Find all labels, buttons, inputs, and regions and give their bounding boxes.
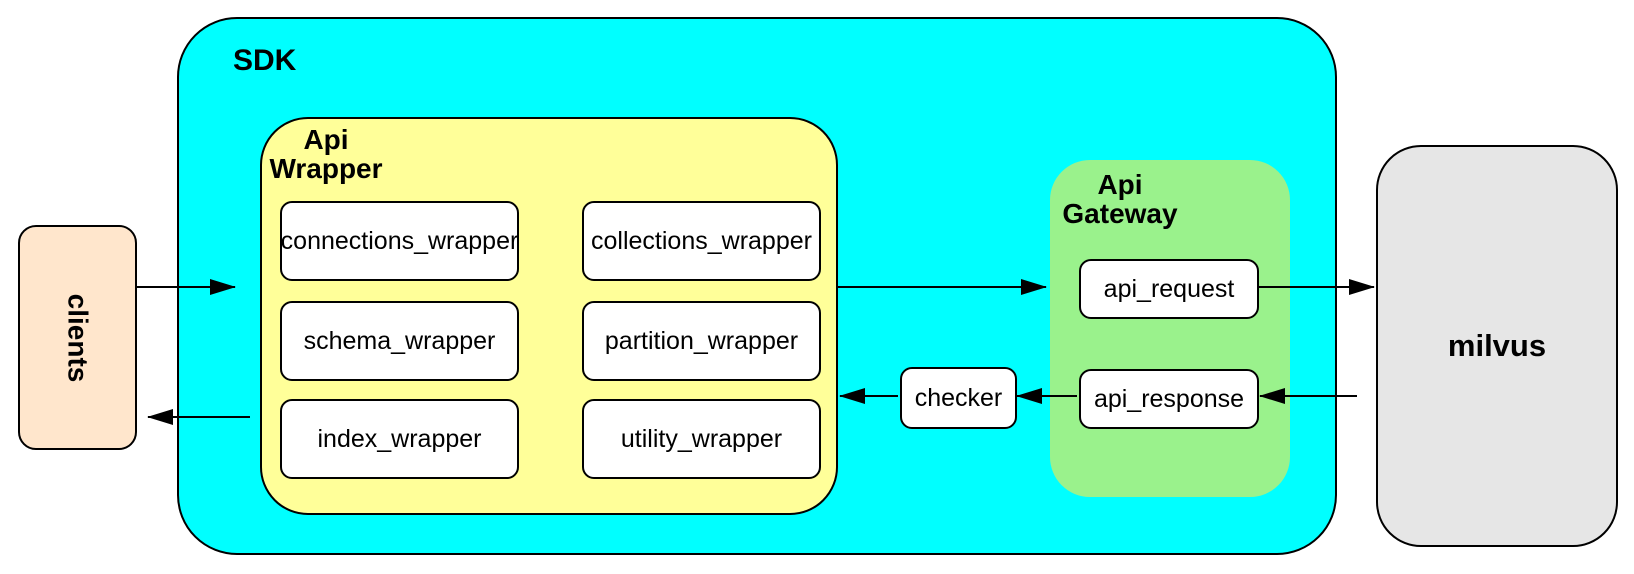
api-request-node: api_request — [1079, 259, 1259, 319]
wrapper-box-utility-label: utility_wrapper — [620, 424, 783, 453]
wrapper-box-collections-label: collections_wrapper — [591, 226, 812, 255]
wrapper-box-schema: schema_wrapper — [280, 301, 519, 381]
clients-label: clients — [62, 293, 94, 382]
api-gateway-label-line2: Gateway — [1062, 198, 1178, 229]
milvus-node: milvus — [1376, 145, 1618, 547]
checker-node: checker — [900, 367, 1017, 429]
api-gateway-container: Api Gateway api_request api_response — [1050, 160, 1290, 497]
sdk-container: SDK Api Wrapper connections_wrapper coll… — [177, 17, 1337, 555]
clients-node: clients — [18, 225, 137, 450]
api-request-label: api_request — [1103, 274, 1235, 303]
api-wrapper-label: Api Wrapper — [262, 125, 390, 183]
wrapper-box-index: index_wrapper — [280, 399, 519, 479]
api-gateway-label: Api Gateway — [1050, 170, 1190, 228]
wrapper-box-index-label: index_wrapper — [317, 424, 482, 453]
api-response-label: api_response — [1093, 384, 1245, 413]
wrapper-box-connections-label: connections_wrapper — [280, 226, 519, 255]
wrapper-box-connections: connections_wrapper — [280, 201, 519, 281]
wrapper-box-partition-label: partition_wrapper — [604, 326, 799, 355]
wrapper-box-schema-label: schema_wrapper — [303, 326, 496, 355]
checker-label: checker — [914, 383, 1003, 412]
api-response-node: api_response — [1079, 369, 1259, 429]
wrapper-box-collections: collections_wrapper — [582, 201, 821, 281]
api-wrapper-label-line1: Api — [303, 124, 349, 155]
api-wrapper-container: Api Wrapper connections_wrapper collecti… — [260, 117, 838, 515]
wrapper-box-utility: utility_wrapper — [582, 399, 821, 479]
wrapper-box-partition: partition_wrapper — [582, 301, 821, 381]
api-gateway-label-line1: Api — [1097, 169, 1143, 200]
milvus-label: milvus — [1447, 328, 1547, 363]
api-wrapper-label-line2: Wrapper — [269, 153, 383, 184]
sdk-label: SDK — [233, 44, 297, 77]
